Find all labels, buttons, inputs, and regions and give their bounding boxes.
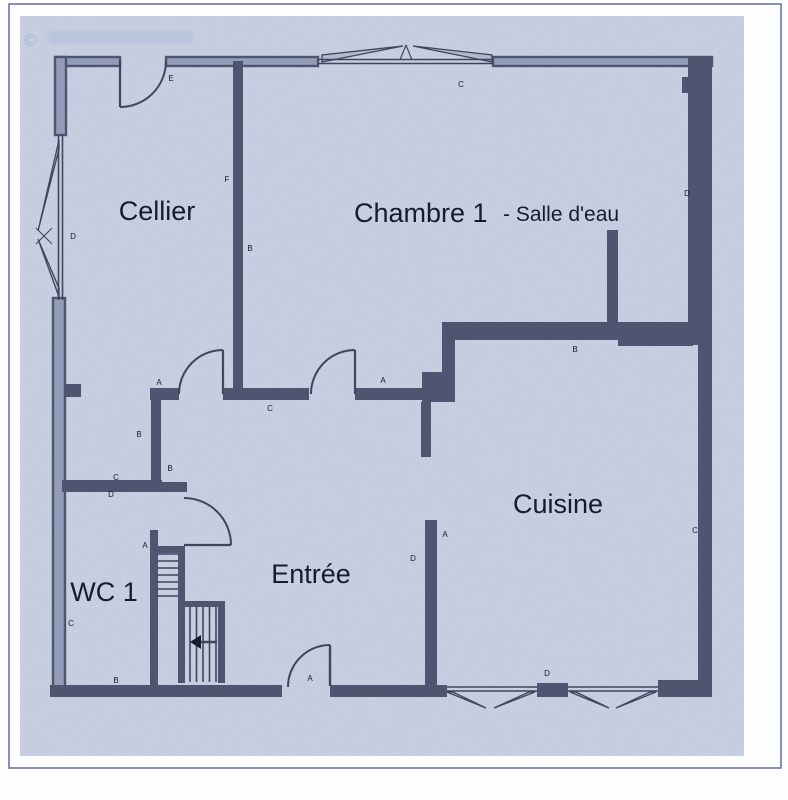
- wall-marker-e: E: [168, 74, 173, 83]
- room-label-salle-deau: - Salle d'eau: [503, 203, 619, 226]
- wall-marker-d: D: [108, 490, 114, 499]
- windows: [35, 44, 658, 709]
- stairs: [150, 546, 225, 683]
- wall-marker-c: C: [267, 404, 273, 413]
- wall-marker-b: B: [572, 345, 577, 354]
- window-bottom-1: [446, 686, 537, 709]
- stair-direction-arrow-icon: [190, 635, 217, 649]
- door-E: [118, 60, 167, 108]
- door-hall-2: [310, 349, 357, 395]
- wall-marker-d: D: [544, 669, 550, 678]
- room-label-chambre-1: Chambre 1: [354, 198, 488, 228]
- wall-marker-a: A: [307, 674, 313, 683]
- wall-marker-a: A: [380, 376, 386, 385]
- watermark-copyright-icon: ©: [24, 31, 37, 50]
- window-bottom-2: [568, 686, 658, 709]
- doors: [118, 60, 357, 688]
- room-labels: Cellier Chambre 1 - Salle d'eauCuisineEntr…: [70, 196, 619, 607]
- wall-marker-d: D: [684, 189, 690, 198]
- window-left: [35, 135, 64, 300]
- watermark: ©: [24, 31, 194, 50]
- wall-marker-c: C: [113, 473, 119, 482]
- paper-background: [20, 16, 744, 756]
- wall-marker-b: B: [247, 244, 252, 253]
- room-label-entree: Entrée: [271, 559, 351, 589]
- wall-marker-b: B: [136, 430, 141, 439]
- room-label-cellier: Cellier: [119, 196, 196, 226]
- wall-marker-c: C: [692, 526, 698, 535]
- walls: [50, 55, 714, 697]
- wall-marker-f: F: [225, 175, 230, 184]
- window-top: [318, 44, 493, 65]
- door-wc: [183, 497, 232, 547]
- wall-marker-a: A: [156, 378, 162, 387]
- wall-marker-a: A: [442, 530, 448, 539]
- wall-marker-c: C: [68, 619, 74, 628]
- door-hall-1: [178, 349, 225, 395]
- room-label-cuisine: Cuisine: [513, 489, 603, 519]
- wall-marker-d: D: [70, 232, 76, 241]
- wall-marker-b: B: [167, 464, 172, 473]
- room-label-wc-1: WC 1: [70, 577, 138, 607]
- wall-marker-d: D: [410, 554, 416, 563]
- wall-marker-b: B: [113, 676, 118, 685]
- wall-marker-a: A: [142, 541, 148, 550]
- door-entrance: [287, 644, 332, 688]
- scan-frame: [8, 3, 782, 769]
- wall-marker-c: C: [458, 80, 464, 89]
